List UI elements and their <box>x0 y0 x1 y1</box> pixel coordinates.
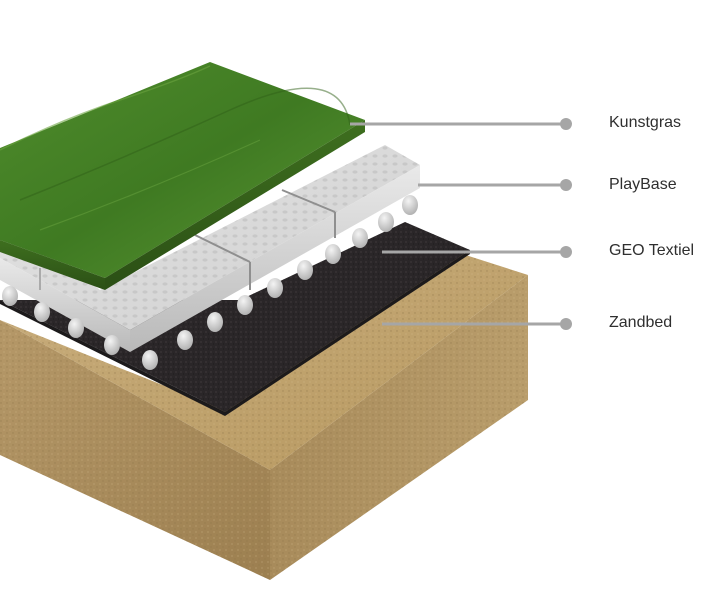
marker-dot-geotextiel <box>560 246 572 258</box>
layer-label-zandbed: Zandbed <box>609 314 673 331</box>
layer-label-geotextiel: GEO Textiel <box>609 242 695 259</box>
leader-markers <box>560 118 572 330</box>
playbase-tiles <box>0 145 420 370</box>
marker-dot-zandbed <box>560 318 572 330</box>
marker-dot-kunstgras <box>560 118 572 130</box>
sand-bed <box>0 250 528 580</box>
layer-label-playbase: PlayBase <box>609 176 677 193</box>
layer-label-kunstgras: Kunstgras <box>609 114 682 131</box>
artificial-grass <box>0 62 365 290</box>
geotextile-layer <box>0 222 470 416</box>
playbase-pegs <box>2 195 418 370</box>
marker-dot-playbase <box>560 179 572 191</box>
leader-lines <box>350 122 566 326</box>
